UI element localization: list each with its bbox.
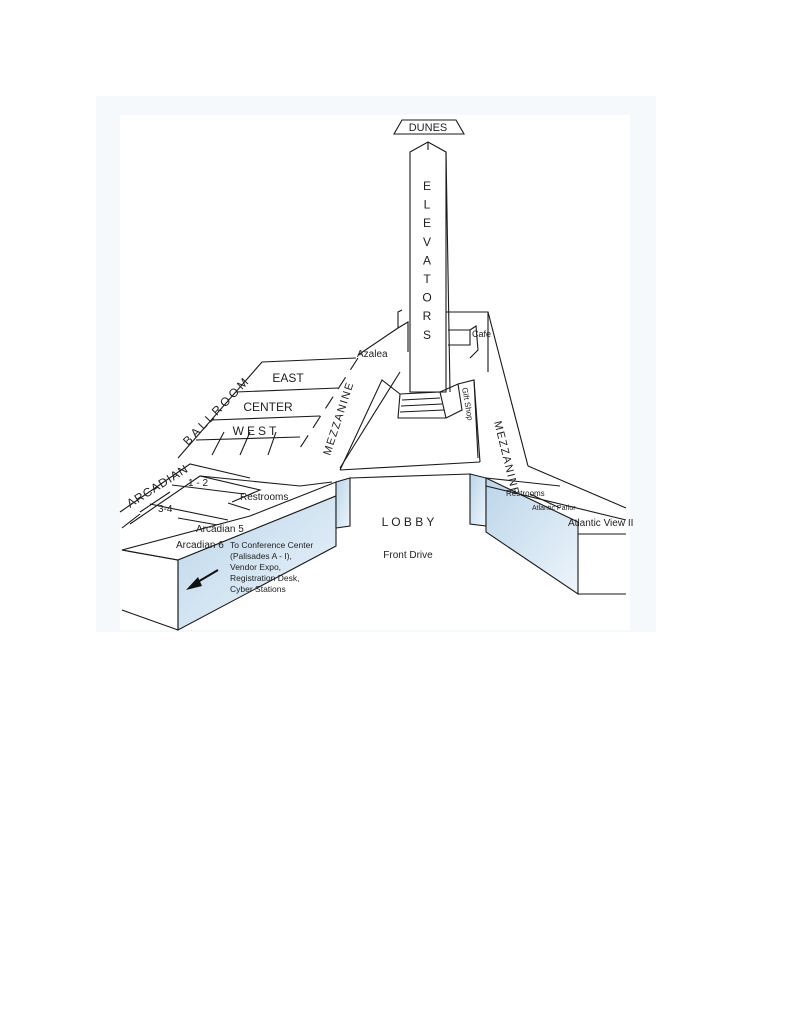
west-label: WEST (233, 424, 280, 438)
center-label: CENTER (243, 400, 293, 414)
arcadian5-label: Arcadian 5 (196, 524, 244, 535)
conference-note-line: (Palisades A - I), (230, 551, 292, 561)
azalea-label: Azalea (357, 349, 388, 360)
elevators-letter: E (423, 216, 431, 230)
elevators-letter: S (423, 328, 431, 342)
elevators-letter: R (423, 309, 432, 323)
dunes-sign (393, 119, 465, 135)
atlantic-parlor-label: Atlantic Parlor (532, 505, 576, 512)
dunes-label: DUNES (409, 122, 448, 134)
atlantic-view-label: Atlantic View II (568, 518, 633, 529)
lobby-label: L O B B Y (382, 515, 435, 529)
conference-note-line: Registration Desk, (230, 573, 299, 583)
elevators-letter: E (423, 179, 431, 193)
conference-note-line: Cyber Stations (230, 584, 286, 594)
front-drive-label: Front Drive (383, 550, 433, 561)
restrooms-left-label: Restrooms (240, 492, 288, 503)
conference-note-line: Vendor Expo, (230, 562, 281, 572)
elevators-letter: O (422, 291, 431, 305)
azalea-room: Azalea (357, 309, 409, 360)
room-1-2-label: 1 - 2 (188, 478, 208, 489)
conference-note: To Conference Center (Palisades A - I), … (230, 540, 313, 594)
escalator (397, 383, 463, 419)
elevators-letter: L (424, 198, 431, 212)
cafe-label: Cafe (472, 329, 491, 339)
restrooms-right-label: Restrooms (506, 489, 545, 498)
elevators-letter: T (423, 272, 431, 286)
elevators-letter: A (423, 253, 431, 267)
right-wing: Restrooms Atlantic Parlor Atlantic View … (469, 473, 633, 596)
left-wing: Arcadian 5 Arcadian 6 To Conference Cent… (121, 473, 471, 631)
arrow-down-left-icon (186, 569, 219, 590)
arcadian6-label: Arcadian 6 (176, 540, 224, 551)
elevators-letter: V (423, 235, 431, 249)
east-label: EAST (272, 371, 304, 385)
conference-note-line: To Conference Center (230, 540, 313, 550)
room-3-4-label: 3-4 (158, 504, 173, 515)
